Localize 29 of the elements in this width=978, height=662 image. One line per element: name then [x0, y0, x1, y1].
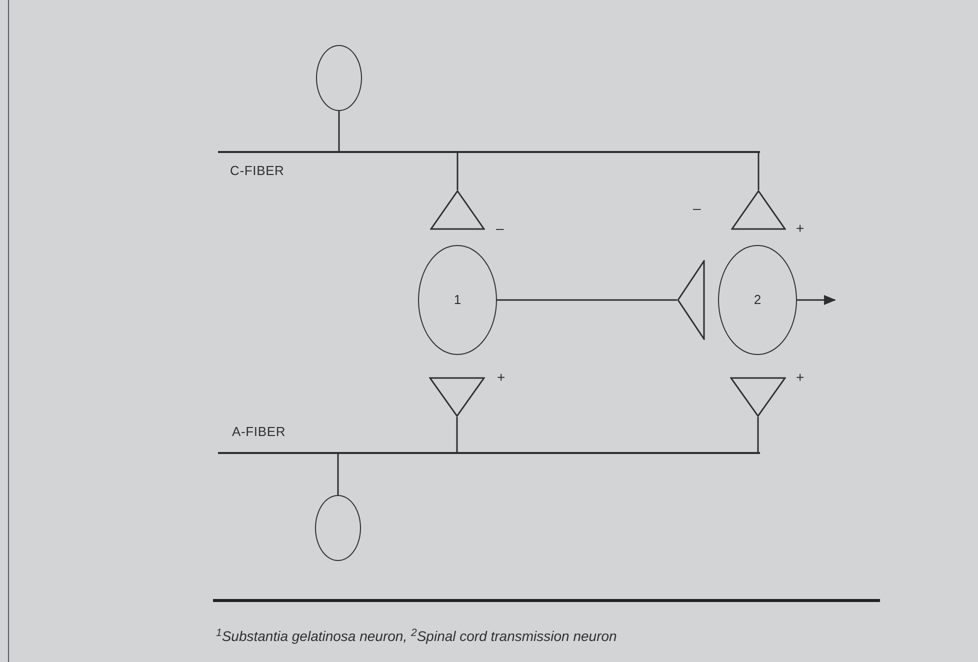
connector-line — [456, 153, 458, 190]
connector-line — [456, 417, 458, 452]
synapse-triangle — [429, 377, 485, 417]
sign-label: – — [496, 219, 504, 238]
neuron-circle — [718, 245, 797, 355]
connector-line — [758, 153, 760, 190]
sign-label: + — [497, 368, 506, 387]
connector-line — [337, 454, 339, 495]
sign-label: + — [796, 368, 804, 387]
synapse-triangle — [731, 190, 786, 230]
synapse-triangle — [730, 377, 786, 417]
sign-label: + — [796, 219, 804, 238]
fiber-label: C-FIBER — [230, 162, 284, 180]
fiber-label: A-FIBER — [232, 423, 286, 441]
connector-line — [757, 417, 759, 452]
neuron-circle — [315, 495, 361, 561]
connector-line — [497, 299, 677, 301]
synapse-triangle — [677, 260, 705, 340]
synapse-triangle — [430, 190, 485, 230]
sign-label: – — [693, 199, 701, 218]
caption: $^{1}$Substantia gelatinosa neuron, $^{2}$Spinal cord transmission neuron — [216, 626, 617, 646]
neuron-circle — [418, 245, 497, 355]
neuron-number: 2 — [754, 291, 762, 310]
neuron-circle — [316, 45, 362, 111]
connector-line — [338, 111, 340, 151]
neuron-number: 1 — [454, 291, 462, 310]
fiber-line — [218, 151, 760, 153]
fiber-line — [218, 452, 760, 454]
arrow — [797, 295, 836, 305]
